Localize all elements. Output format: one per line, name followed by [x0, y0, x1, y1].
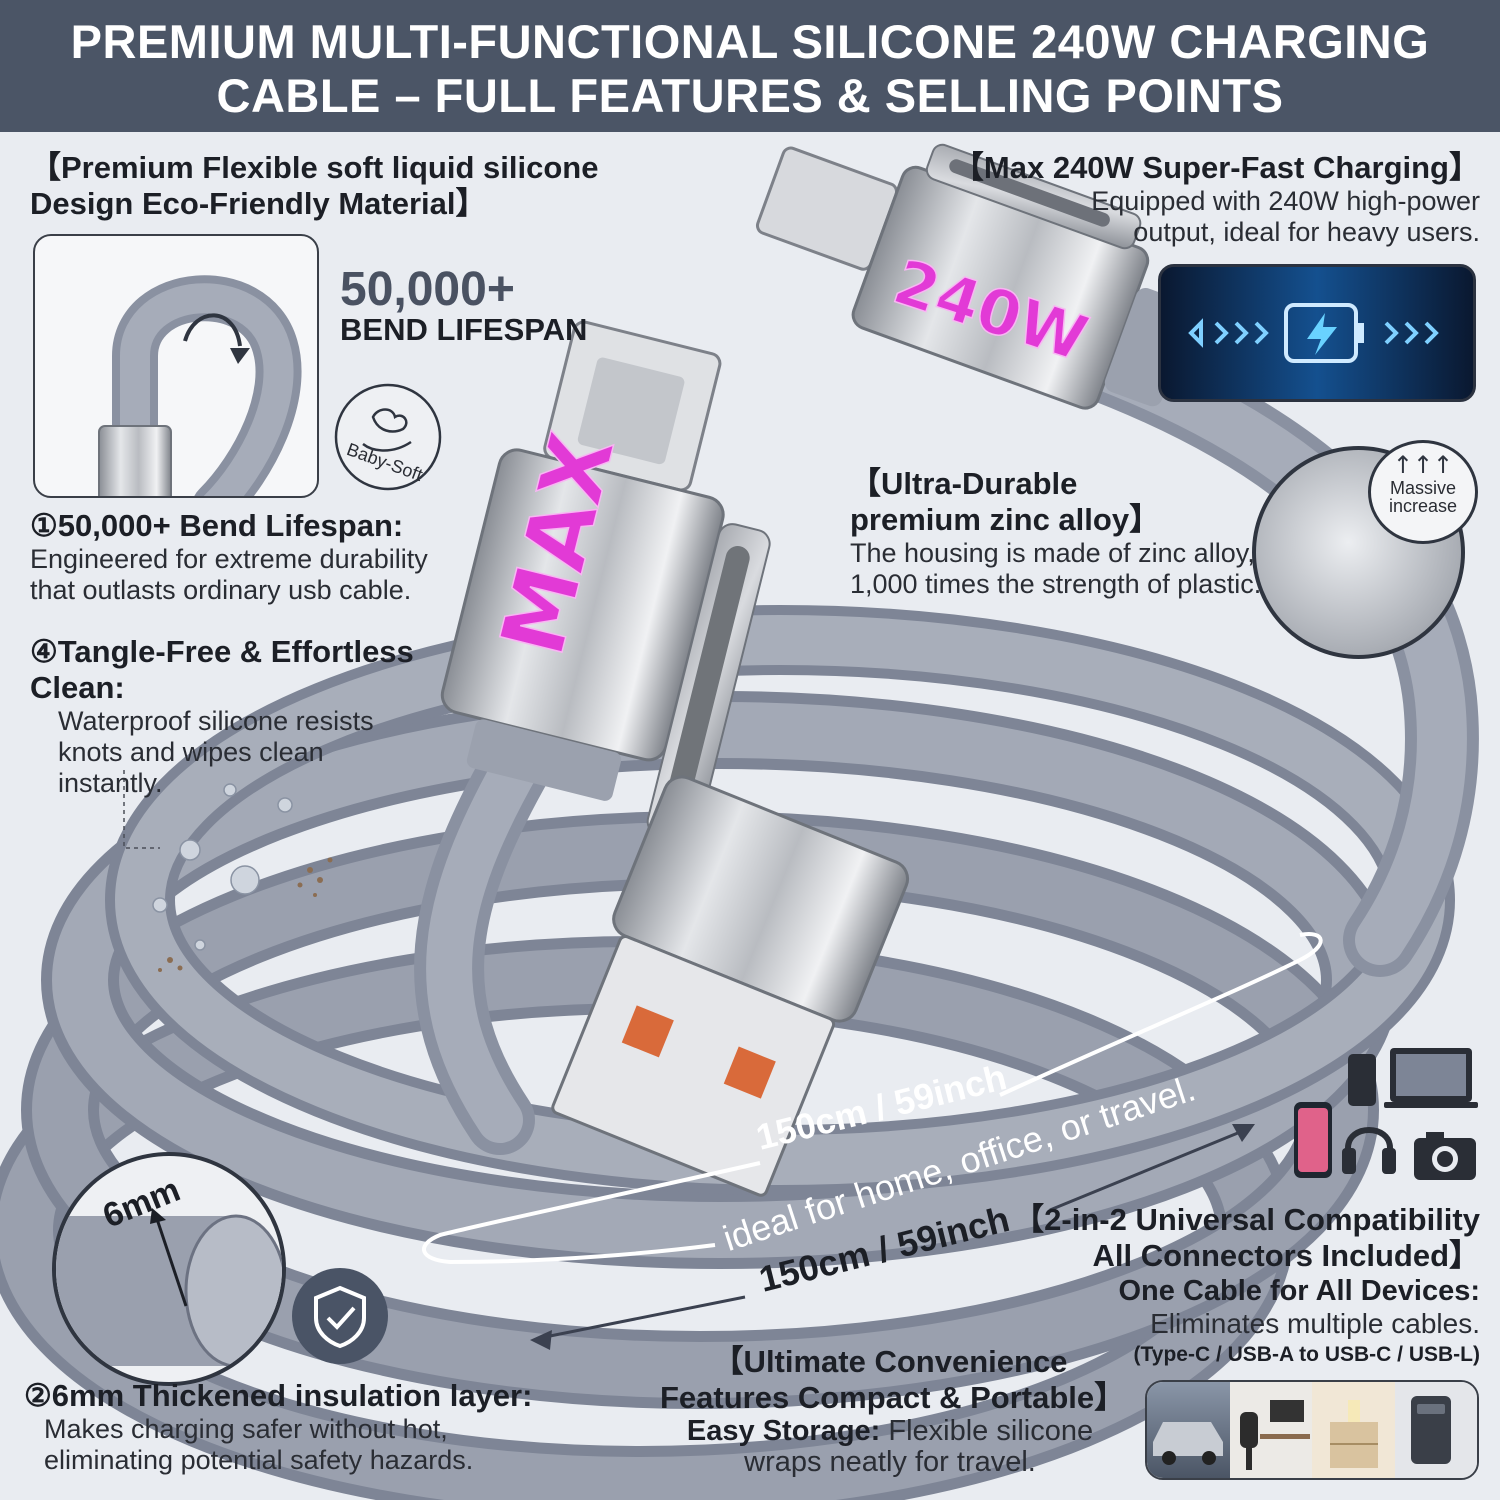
header-title-line2: CABLE – FULL FEATURES & SELLING POINTS — [216, 69, 1284, 122]
tangle-feature-line2: knots and wipes clean — [58, 737, 324, 767]
baby-soft-badge: Baby-Soft — [333, 382, 443, 492]
tangle-feature-title: ④Tangle-Free & Effortless Clean: — [30, 634, 414, 705]
power-bank-icon — [1410, 1396, 1451, 1464]
bend-feature-line1: Engineered for extreme durability — [30, 544, 428, 574]
scene-car — [1147, 1382, 1230, 1478]
bend-count: 50,000+ — [340, 263, 515, 316]
thickness-line1: Makes charging safer without hot, — [44, 1414, 448, 1444]
convenience-lead: Easy Storage: — [686, 1415, 881, 1447]
compat-title-line1: 【2-in-2 Universal Compatibility — [1013, 1202, 1480, 1237]
scene-bedroom — [1312, 1382, 1395, 1478]
headphones-icon — [1342, 1127, 1396, 1174]
silicone-title-line2: Design Eco-Friendly Material】 — [30, 186, 487, 221]
thickness-line2: eliminating potential safety hazards. — [44, 1445, 474, 1475]
scene-office — [1229, 1382, 1312, 1478]
convenience-section: 【Ultimate Convenience Features Compact &… — [660, 1344, 1126, 1478]
silicone-title: 【Premium Flexible soft liquid silicone D… — [30, 150, 650, 222]
tangle-feature-line1: Waterproof silicone resists — [58, 706, 374, 736]
connector-max — [440, 320, 771, 843]
compat-line2: (Type-C / USB-A to USB-C / USB-L) — [1133, 1343, 1480, 1366]
safety-badge — [292, 1268, 388, 1364]
compat-line1: Eliminates multiple cables. — [1150, 1308, 1480, 1339]
office-chair-icon — [1239, 1400, 1310, 1470]
bend-illustration-panel — [33, 234, 319, 498]
alloy-title-line2: premium zinc alloy】 — [850, 502, 1161, 537]
charging-line1: Equipped with 240W high-power — [1091, 186, 1480, 216]
bend-cable-icon — [98, 275, 302, 496]
bend-feature: ①50,000+ Bend Lifespan: Engineered for e… — [30, 508, 470, 606]
convenience-title-line2: Features Compact & Portable】 — [660, 1380, 1126, 1415]
charging-title: 【Max 240W Super-Fast Charging】 — [952, 150, 1480, 185]
massive-increase-badge: ↑↑↑ Massive increase — [1368, 440, 1478, 544]
massive-label: Massive — [1389, 478, 1456, 498]
increase-label: increase — [1388, 496, 1458, 516]
thickness-feature: ②6mm Thickened insulation layer: Makes c… — [24, 1378, 544, 1476]
scene-powerbank — [1394, 1382, 1477, 1478]
tangle-feature-line3: instantly. — [58, 768, 163, 798]
thickness-closeup: 6mm — [52, 1152, 286, 1386]
fast-charge-graphic — [1158, 264, 1476, 402]
car-icon — [1153, 1422, 1223, 1465]
bend-feature-title: ①50,000+ Bend Lifespan: — [30, 508, 404, 543]
device-icons — [1290, 1044, 1480, 1184]
thickness-title: ②6mm Thickened insulation layer: — [24, 1378, 533, 1413]
compat-title-line2: All Connectors Included】 — [1092, 1238, 1480, 1273]
arrows-up-icon: ↑↑↑ — [1392, 451, 1454, 479]
shield-check-icon — [314, 1285, 366, 1349]
header-banner: PREMIUM MULTI-FUNCTIONAL SILICONE 240W C… — [0, 0, 1500, 132]
header-title-line1: PREMIUM MULTI-FUNCTIONAL SILICONE 240W C… — [70, 15, 1430, 68]
usage-scenes-strip — [1145, 1380, 1479, 1480]
charging-line2: output, ideal for heavy users. — [1133, 217, 1480, 247]
dust-specks — [158, 857, 333, 972]
charging-section: 【Max 240W Super-Fast Charging】 Equipped … — [880, 150, 1480, 248]
cable-cross-section-icon — [56, 1208, 282, 1368]
convenience-line1-rest: Flexible silicone — [880, 1415, 1094, 1447]
alloy-line2: 1,000 times the strength of plastic. — [850, 569, 1262, 599]
alloy-section: 【Ultra-Durable premium zinc alloy】 The h… — [850, 466, 1270, 600]
nightstand-icon — [1330, 1400, 1378, 1468]
cable-illustration: 240W MAX — [0, 143, 1479, 1500]
phone-small-icon — [1348, 1054, 1376, 1106]
convenience-line2: wraps neatly for travel. — [744, 1446, 1036, 1478]
convenience-line1: Easy Storage: Flexible silicone — [660, 1416, 1120, 1447]
bend-lifespan-label: BEND LIFESPAN — [340, 312, 588, 347]
convenience-title-line1: 【Ultimate Convenience — [712, 1344, 1068, 1379]
laptop-icon — [1384, 1048, 1478, 1108]
alloy-title-line1: 【Ultra-Durable — [850, 466, 1078, 501]
battery-bolt-icon — [1161, 267, 1473, 399]
silicone-title-line1: 【Premium Flexible soft liquid silicone — [30, 150, 599, 185]
alloy-line1: The housing is made of zinc alloy, — [850, 538, 1255, 568]
camera-icon — [1414, 1132, 1476, 1180]
compat-subtitle: One Cable for All Devices: — [1118, 1275, 1480, 1307]
water-drops — [152, 783, 293, 951]
smartphone-icon — [1294, 1102, 1332, 1178]
compatibility-section: 【2-in-2 Universal Compatibility All Conn… — [1000, 1202, 1480, 1370]
bend-feature-line2: that outlasts ordinary usb cable. — [30, 575, 412, 605]
connector-usb-a — [551, 775, 910, 1197]
tangle-feature: ④Tangle-Free & Effortless Clean: Waterpr… — [30, 634, 460, 799]
soft-hand-icon — [334, 383, 442, 491]
